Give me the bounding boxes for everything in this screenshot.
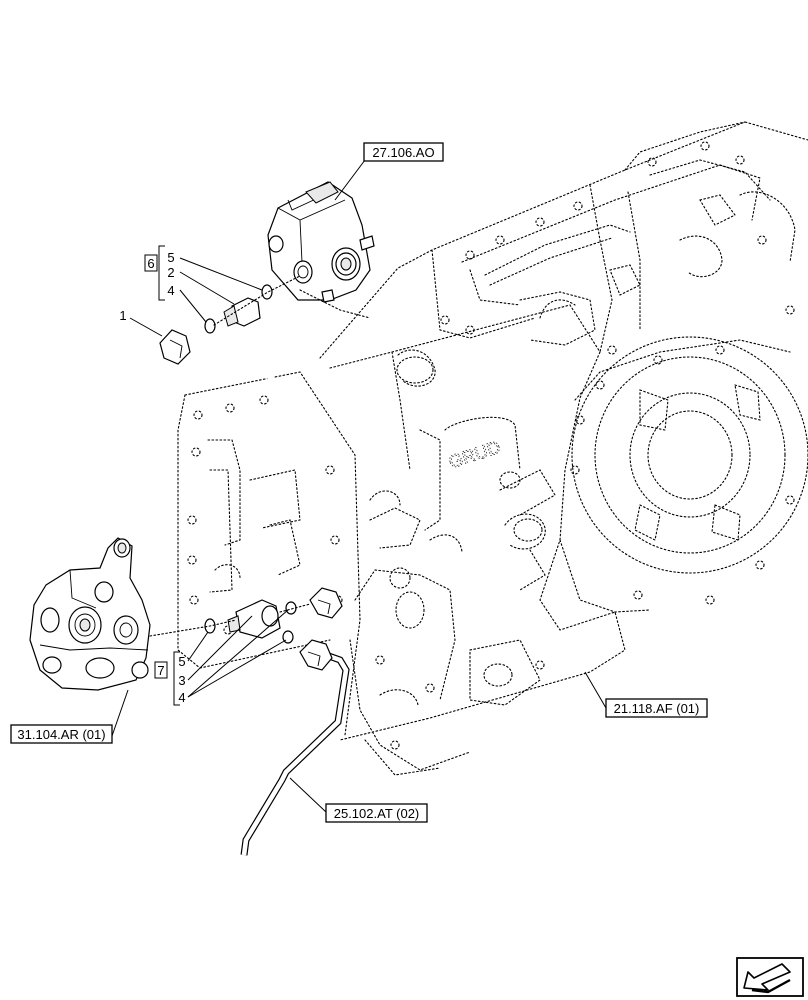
pipe-upper	[159, 329, 343, 619]
ref-right-label: 21.118.AF (01)	[614, 701, 700, 716]
callout-kit-7: 7	[157, 663, 164, 678]
ref-box-bottom[interactable]: 25.102.AT (02)	[325, 803, 428, 823]
callout-top-4: 4	[167, 283, 174, 298]
pipe-lower	[240, 639, 350, 856]
top-fitting-group	[204, 275, 371, 334]
kit-box-bottom	[154, 661, 168, 679]
callout-pipe-1: 1	[119, 308, 126, 323]
ref-bottom-label: 25.102.AT (02)	[334, 806, 420, 821]
callout-top-2: 2	[167, 265, 174, 280]
top-seal-5	[261, 284, 273, 300]
callout-bot-5: 5	[178, 654, 185, 669]
lower-seal-4a	[285, 601, 297, 615]
top-valve-block	[267, 181, 375, 303]
kit-box-top	[144, 254, 158, 272]
transmission-housing: GRUD	[177, 121, 808, 776]
callout-top-5: 5	[167, 250, 174, 265]
ref-top-label: 27.106.AO	[372, 145, 434, 160]
svg-text:GRUD: GRUD	[446, 437, 503, 472]
next-page-arrow-icon[interactable]	[736, 957, 804, 997]
left-pump	[29, 537, 151, 691]
callout-bot-4: 4	[178, 690, 185, 705]
top-seal-4	[204, 318, 216, 334]
ref-box-right[interactable]: 21.118.AF (01)	[605, 698, 708, 718]
callout-bot-3: 3	[178, 673, 185, 688]
callout-leaders	[111, 159, 607, 813]
ref-left-label: 31.104.AR (01)	[17, 727, 105, 742]
callout-kit-6: 6	[147, 256, 154, 271]
ref-box-left[interactable]: 31.104.AR (01)	[10, 724, 113, 744]
lower-fitting-group	[149, 599, 311, 644]
ref-box-top[interactable]: 27.106.AO	[363, 142, 444, 162]
callout-numbers: 6 5 2 4 1 7 5 3 4	[119, 250, 185, 705]
